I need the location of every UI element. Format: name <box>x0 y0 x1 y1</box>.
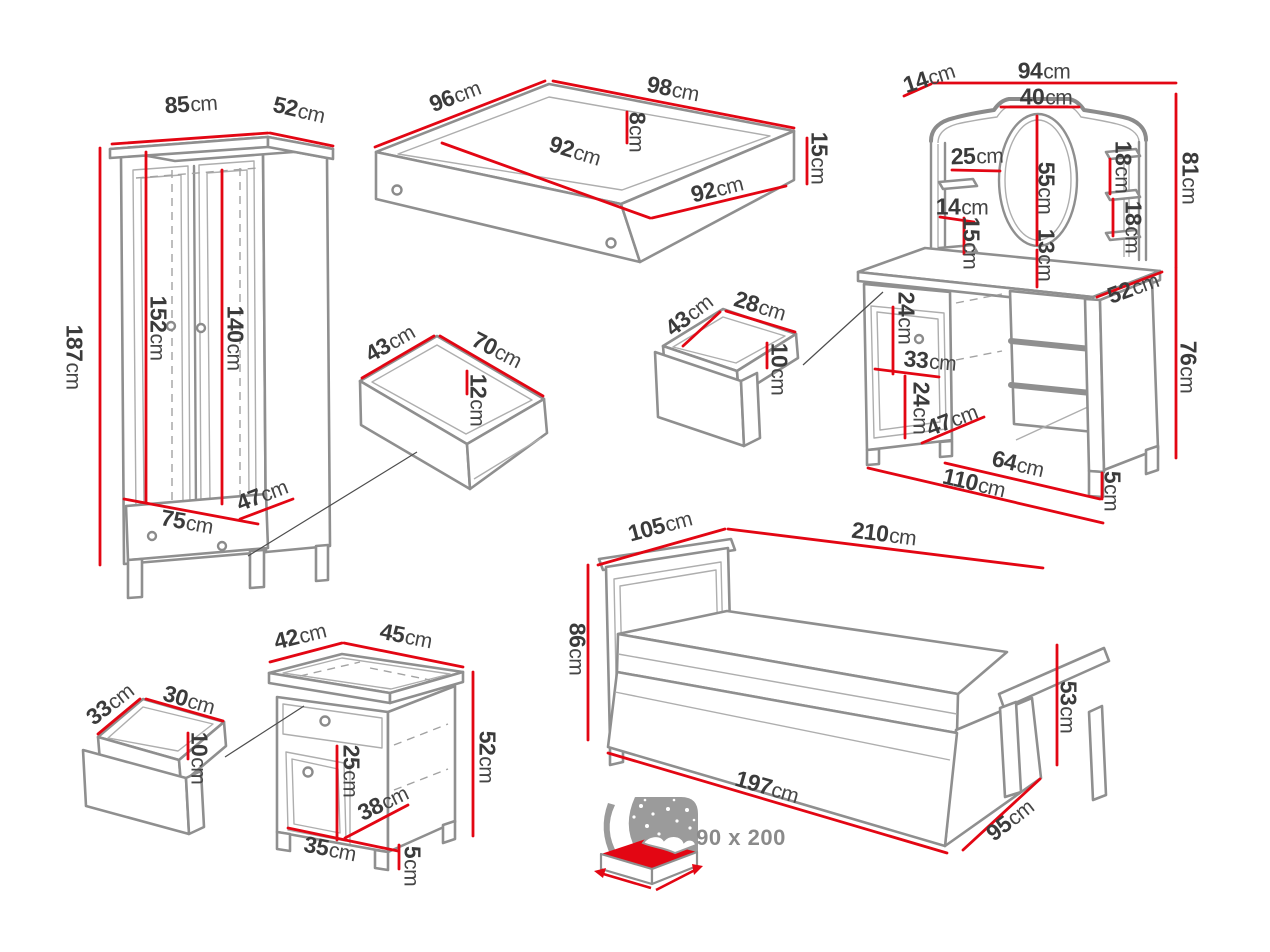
wardrobe-dim-width: 85cm <box>163 90 219 119</box>
bed-drawing <box>586 527 1111 855</box>
vanity-dim-shelf-gap-right-1: 18cm <box>1110 140 1137 194</box>
vanity-dim-mirror-width: 94cm <box>1017 57 1071 84</box>
wardrobe-drawing <box>98 131 335 600</box>
drawer-small-drawing <box>81 697 228 836</box>
vanity-dim-leg-height: 5cm <box>1099 470 1126 512</box>
wardrobe-dim-inner-height-2: 140cm <box>222 305 249 371</box>
dressing-table-drawing <box>856 81 1178 525</box>
mattress-size-label: 90 x 200 <box>696 825 786 850</box>
nightstand-dim-height: 52cm <box>474 730 501 784</box>
drawer-small-dim-height: 10cm <box>186 731 213 785</box>
underbed-box-dim-height: 15cm <box>806 131 833 185</box>
vanity-dim-mirror-height: 55cm <box>1033 161 1060 215</box>
vanity-dim-shelf-gap-left: 25cm <box>950 142 1004 170</box>
vanity-dim-arch-width: 40cm <box>1019 83 1073 110</box>
underbed-box-drawing <box>373 79 809 264</box>
assembly-reference-lines <box>224 291 884 758</box>
nightstand-drawing <box>267 641 475 872</box>
wardrobe-dim-inner-height-1: 152cm <box>145 295 172 361</box>
drawer-large-dim-height: 12cm <box>465 373 492 427</box>
bed-dim-footboard-height: 53cm <box>1055 680 1082 734</box>
wardrobe-dim-height: 187cm <box>61 324 88 390</box>
vanity-dim-cupboard-width: 33cm <box>902 345 958 376</box>
drawer-medium-drawing <box>653 307 800 448</box>
mattress-icon <box>594 797 703 892</box>
bed-dim-headboard-height: 86cm <box>564 622 591 676</box>
drawer-medium-dim-height: 10cm <box>766 342 793 396</box>
vanity-dim-cupboard-upper: 24cm <box>893 291 920 345</box>
vanity-dim-superstructure-height: 81cm <box>1177 151 1204 205</box>
nightstand-dim-leg-height: 5cm <box>399 845 426 887</box>
drawer-large-drawing <box>358 334 549 491</box>
vanity-dim-desk-height: 76cm <box>1175 340 1202 394</box>
nightstand-dim-inner-height: 25cm <box>338 744 365 798</box>
underbed-box-dim-inner-height: 8cm <box>624 111 651 153</box>
vanity-dim-shelf-width-left: 14cm <box>935 193 989 220</box>
vanity-dim-shelf-gap-left-2: 15cm <box>958 216 985 270</box>
vanity-dim-shelf-gap-right-2: 18cm <box>1120 200 1147 254</box>
vanity-dim-mirror-to-top: 13cm <box>1033 228 1060 282</box>
